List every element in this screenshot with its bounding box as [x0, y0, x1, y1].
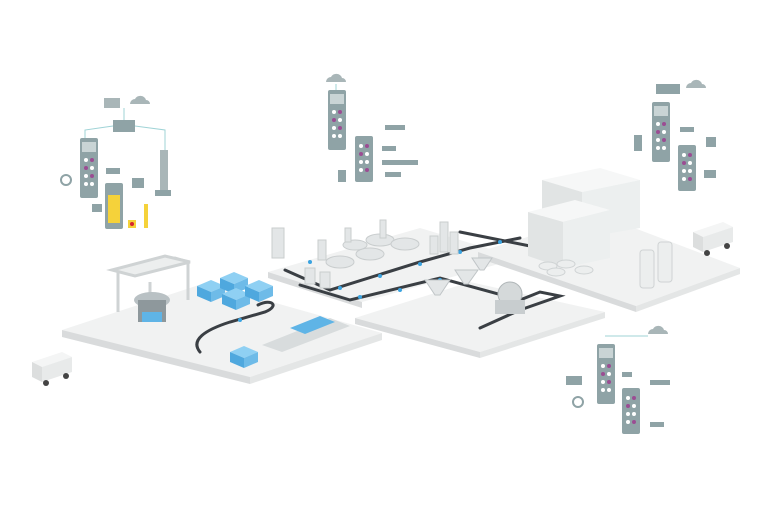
io-cluster-right-top — [634, 79, 716, 191]
hoppers — [424, 257, 493, 296]
actuator-icon — [160, 150, 168, 190]
platform-center-lower — [355, 282, 605, 358]
gateway-icon — [113, 120, 135, 132]
robot-icon — [60, 174, 72, 186]
warehouse-building — [528, 168, 640, 268]
io-cluster-center — [326, 73, 418, 182]
io-cluster-left — [60, 95, 171, 229]
process-tanks — [271, 219, 459, 289]
truck-right — [693, 222, 733, 256]
truck-left — [32, 352, 72, 386]
io-cluster-right-bottom — [566, 325, 670, 434]
mixer-machine — [495, 281, 525, 314]
silos — [538, 241, 673, 289]
laptop-icon — [104, 98, 120, 108]
filling-machine — [262, 316, 350, 352]
bag-filler — [134, 292, 170, 322]
